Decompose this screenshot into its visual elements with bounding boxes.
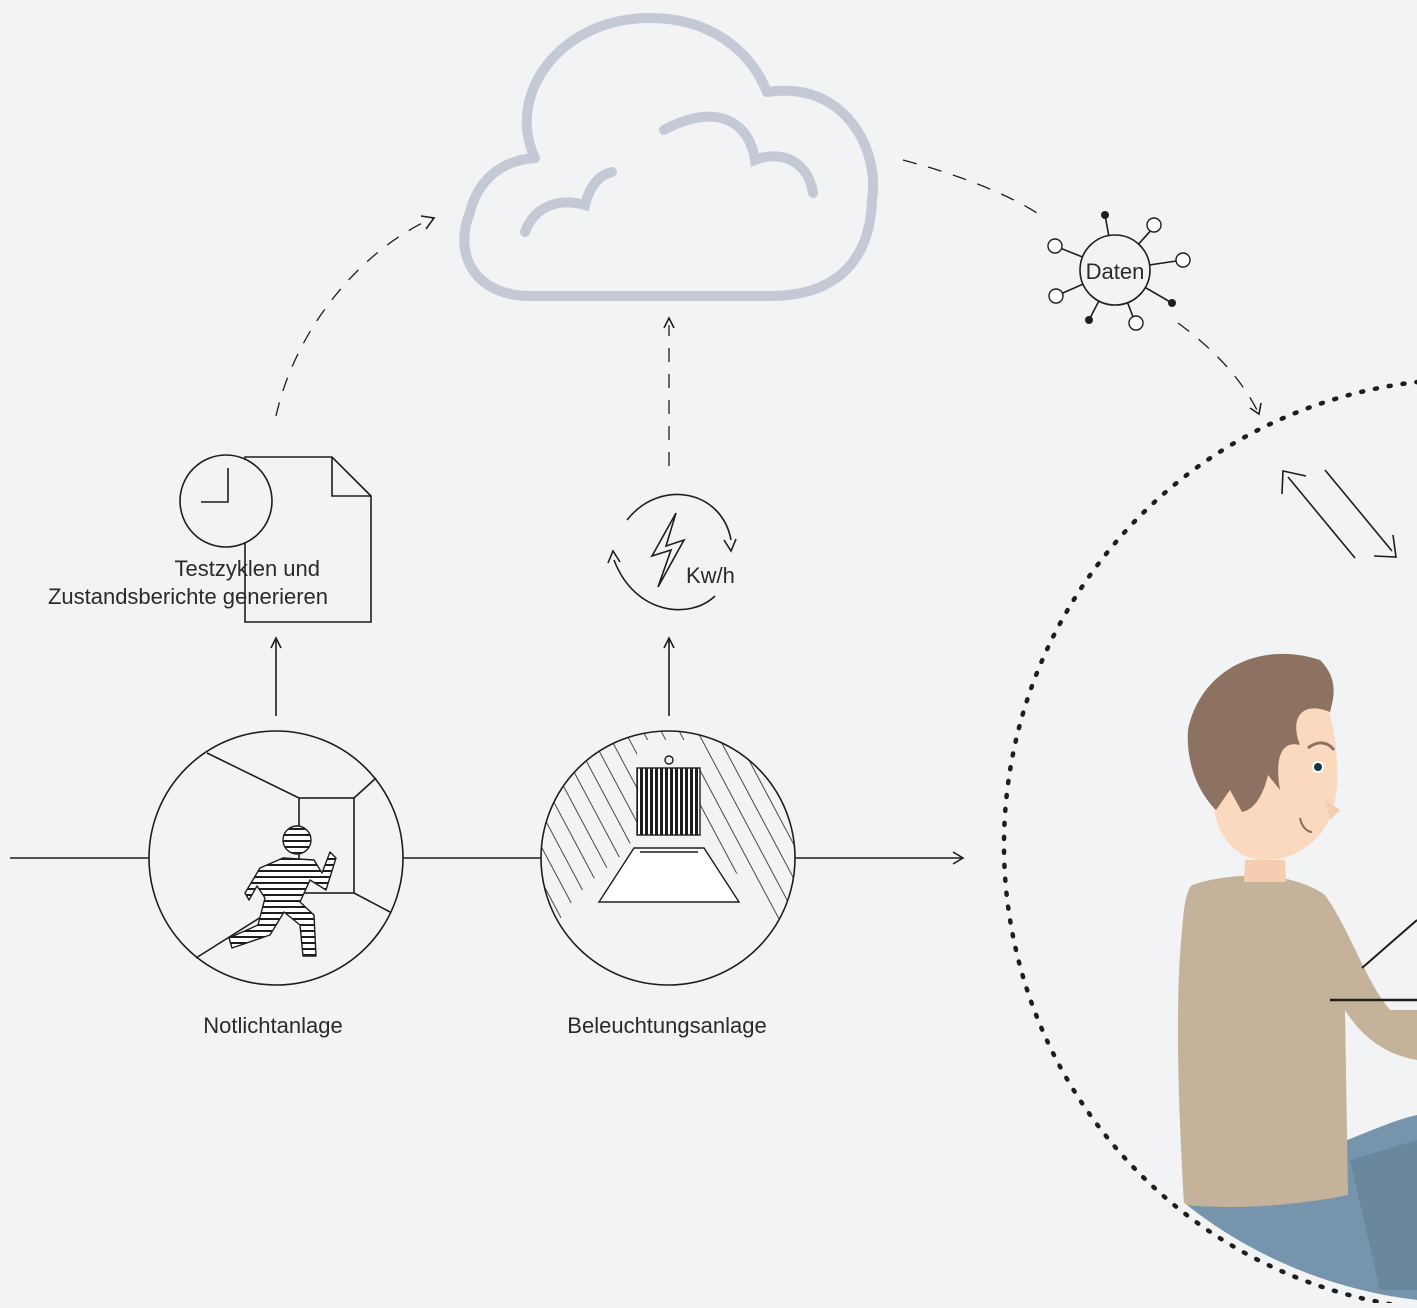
arrowhead-report-to-cloud [420,215,436,230]
cloud-icon [459,13,879,301]
bidirectional-arrow-icon [1281,469,1397,559]
dashed-arrow-data-to-scene [1177,322,1259,413]
running-person-exit-icon [148,730,404,986]
arrowhead-data-to-scene [1249,402,1262,416]
network-center-label: Daten [1086,259,1145,284]
dashed-arrow-report-to-cloud [275,217,434,417]
document-clock-icon [179,454,372,623]
arrowhead-energy-to-cloud [663,316,675,329]
network-hub-icon [1047,211,1191,331]
arrowhead-up-report [270,636,282,649]
dashed-line-cloud-to-data [902,159,1041,216]
lighting-node-label: Beleuchtungsanlage [567,1013,766,1038]
arrowhead-main-flow [952,851,965,865]
report-label-line2: Zustandsberichte generieren [48,584,328,609]
arrowhead-up-energy [663,636,675,649]
energy-cycle-icon [607,493,737,611]
person-with-laptop-icon [1001,379,1417,1308]
energy-label: Kw/h [686,563,735,588]
report-label-line1: Testzyklen und [174,556,320,581]
emergency-node-label: Notlichtanlage [203,1013,342,1038]
high-bay-lamp-icon [540,730,796,986]
